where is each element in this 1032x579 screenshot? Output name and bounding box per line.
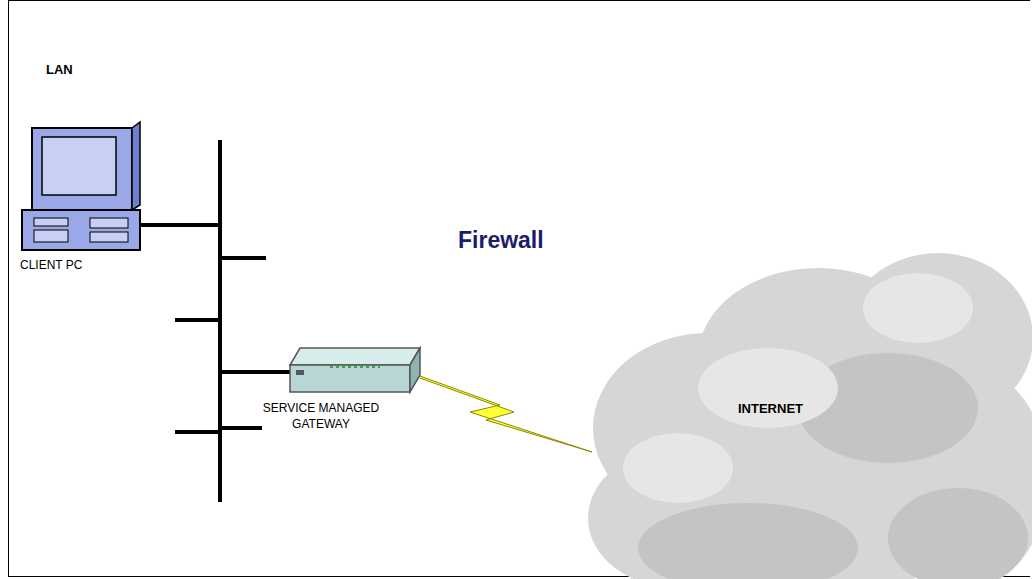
- network-label: LAN: [46, 62, 126, 79]
- cloud-node: INTERNET: [588, 248, 1032, 579]
- wan-link-bolt: [420, 376, 592, 452]
- lan-bus: [135, 140, 292, 502]
- cloud-shape: [588, 248, 1032, 579]
- client-pc-icon: [22, 122, 140, 250]
- device-label: SERVICE MANAGED GATEWAY: [246, 401, 396, 432]
- device-label: CLIENT PC: [20, 258, 130, 274]
- cloud-label: INTERNET: [738, 401, 803, 416]
- diagram-title: Firewall: [458, 227, 544, 254]
- gateway-device-icon: [290, 348, 420, 392]
